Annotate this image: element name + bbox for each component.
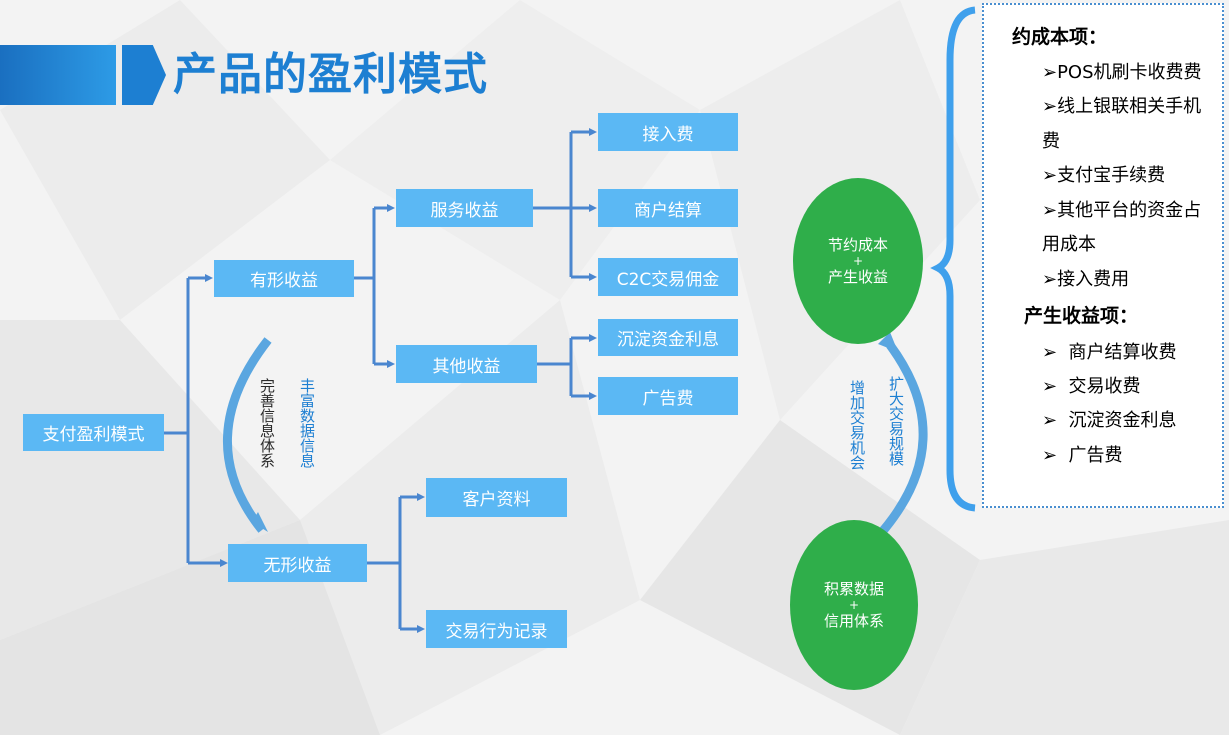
node-behavior: 交易行为记录	[426, 610, 567, 648]
label-more-chance: 增加交易机会	[848, 380, 866, 470]
node-c2c: C2C交易佣金	[598, 258, 738, 296]
node-service: 服务收益	[396, 189, 533, 227]
label-perfect-info: 完善信息体系	[258, 378, 276, 468]
bullet-icon: ➢	[1042, 445, 1058, 466]
income-item-label: 沉淀资金利息	[1068, 410, 1177, 431]
bullet-icon: ➢	[1042, 410, 1058, 431]
circle-bottom-line3: 信用体系	[823, 612, 884, 630]
circle-bottom-line2: +	[848, 598, 860, 612]
cost-heading: 约成本项：	[1012, 26, 1108, 48]
title-bar-left	[0, 45, 116, 105]
node-other: 其他收益	[396, 345, 537, 383]
node-root: 支付盈利模式	[23, 414, 164, 451]
node-ads: 广告费	[598, 377, 738, 415]
node-merchant: 商户结算	[598, 189, 738, 227]
node-tangible: 有形收益	[214, 260, 354, 297]
bullet-icon: ➢	[1042, 376, 1058, 397]
income-item: ➢ 商户结算收费	[1042, 341, 1177, 365]
income-item: ➢ 广告费	[1042, 444, 1123, 468]
cost-item: ➢接入费用	[1042, 269, 1130, 290]
circle-save-cost: 节约成本 + 产生收益	[793, 178, 923, 344]
income-heading: 产生收益项：	[1024, 305, 1139, 327]
node-access-fee: 接入费	[598, 113, 738, 151]
income-item-label: 商户结算收费	[1068, 342, 1177, 363]
income-item: ➢ 交易收费	[1042, 375, 1141, 399]
cost-item: ➢POS机刷卡收费费	[1042, 62, 1202, 83]
income-item-label: 交易收费	[1068, 376, 1141, 397]
income-item: ➢ 沉淀资金利息	[1042, 409, 1177, 433]
circle-top-line3: 产生收益	[827, 268, 888, 286]
circle-bottom-line1: 积累数据	[823, 580, 884, 598]
circle-top-line2: +	[852, 254, 864, 268]
summary-panel: 约成本项： ➢POS机刷卡收费费 ➢线上银联相关手机 费 ➢支付宝手续费 ➢其他…	[982, 3, 1224, 508]
page-title: 产品的盈利模式	[173, 49, 488, 100]
circle-accumulate-data: 积累数据 + 信用体系	[790, 520, 918, 690]
cost-item: 费	[1042, 131, 1060, 152]
node-intangible: 无形收益	[228, 544, 367, 582]
cost-item: ➢线上银联相关手机	[1042, 96, 1202, 117]
cost-item: ➢支付宝手续费	[1042, 165, 1166, 186]
label-rich-data: 丰富数据信息	[298, 378, 316, 468]
income-item-label: 广告费	[1068, 445, 1123, 466]
bullet-icon: ➢	[1042, 342, 1058, 363]
circle-top-line1: 节约成本	[827, 236, 888, 254]
cost-item: 用成本	[1042, 234, 1096, 255]
label-expand-scale: 扩大交易规模	[887, 376, 905, 466]
cost-item: ➢其他平台的资金占	[1042, 200, 1202, 221]
node-deposit: 沉淀资金利息	[598, 319, 738, 356]
node-customer: 客户资料	[426, 478, 567, 517]
